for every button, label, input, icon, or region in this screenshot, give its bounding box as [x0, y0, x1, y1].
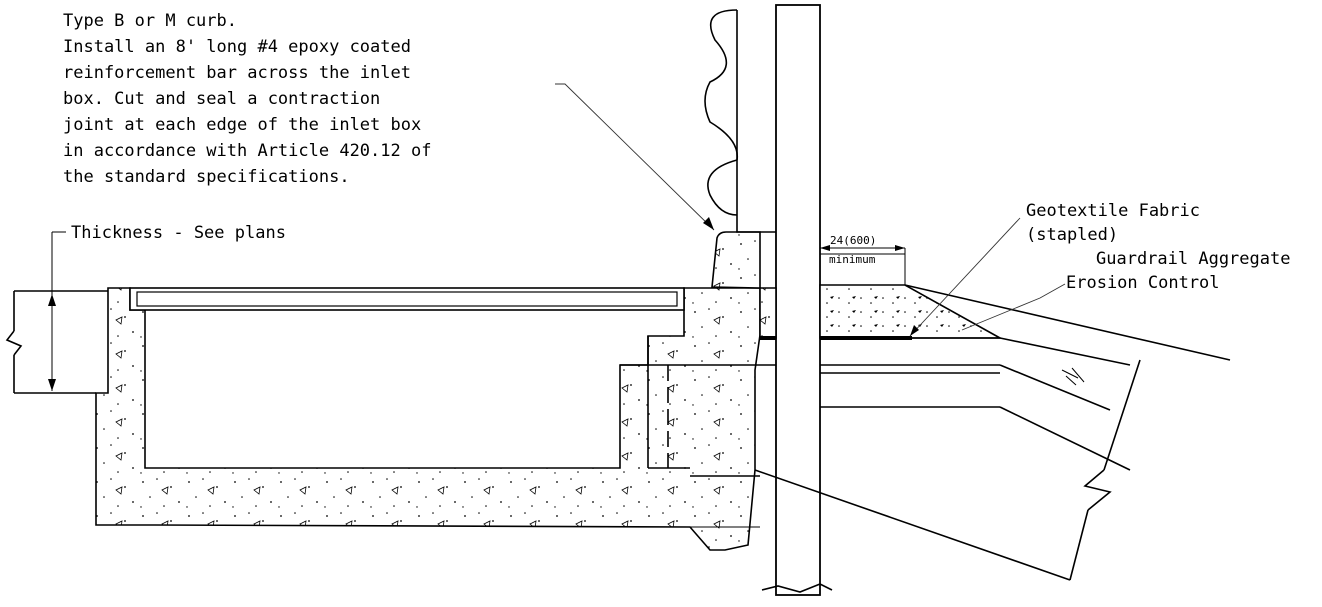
geotextile-label-line-1: Geotextile Fabric: [1026, 201, 1200, 221]
guardrail-post: [761, 4, 833, 596]
curb-note-line-7: the standard specifications.: [63, 167, 350, 187]
curb-note-line-5: joint at each edge of the inlet box: [63, 115, 421, 135]
embankment-slope: [754, 284, 1231, 581]
geotextile-label: Geotextile Fabric (stapled): [1026, 201, 1200, 245]
curb: [711, 231, 761, 289]
curb-note-line-4: box. Cut and seal a contraction: [63, 89, 380, 109]
thickness-label: Thickness - See plans: [71, 223, 286, 243]
aggregate-erosion-control: [759, 284, 1004, 340]
curb-note: Type B or M curb. Install an 8' long #4 …: [63, 11, 431, 187]
aggregate-label-line-2: Erosion Control: [1066, 273, 1220, 293]
curb-note-line-2: Install an 8' long #4 epoxy coated: [63, 37, 411, 57]
curb-note-line-3: reinforcement bar across the inlet: [63, 63, 411, 83]
curb-note-line-6: in accordance with Article 420.12 of: [63, 141, 431, 161]
leader-lines: [555, 83, 1066, 337]
inlet-grate: [129, 287, 685, 311]
geotextile-label-line-2: (stapled): [1026, 225, 1118, 245]
pavement-slab: [5, 290, 108, 394]
thickness-dimension: [48, 231, 66, 391]
dimension-qualifier: minimum: [829, 253, 876, 266]
offset-dimension: [820, 245, 906, 285]
aggregate-label-line-1: Guardrail Aggregate: [1096, 249, 1290, 269]
inlet-box-stipple: [96, 288, 760, 550]
w-beam-rail: [704, 9, 776, 233]
curb-note-line-1: Type B or M curb.: [63, 11, 237, 31]
dimension-value: 24(600): [830, 234, 876, 247]
aggregate-label: Guardrail Aggregate Erosion Control: [1066, 249, 1290, 293]
